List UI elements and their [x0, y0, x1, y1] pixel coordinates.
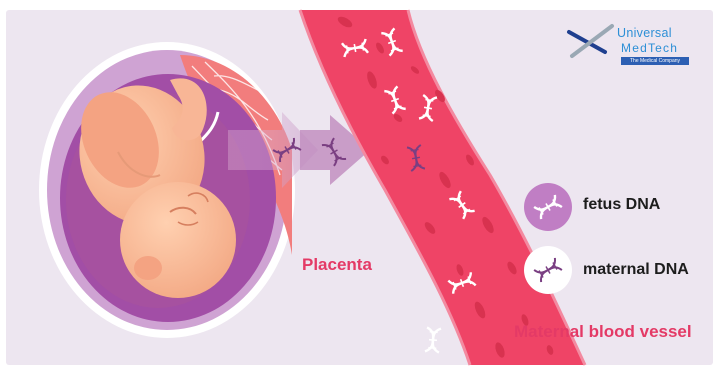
- logo-tagline: The Medical Company: [621, 57, 689, 65]
- fetus-head: [120, 182, 236, 298]
- company-logo: Universal MedTech The Medical Company: [563, 22, 695, 70]
- logo-line1: Universal: [617, 26, 672, 40]
- legend-maternal-label: maternal DNA: [583, 261, 689, 279]
- legend-fetus-label: fetus DNA: [583, 196, 660, 214]
- placenta-label: Placenta: [302, 255, 372, 275]
- vessel-label: Maternal blood vessel: [514, 322, 692, 342]
- logo-line2: MedTech: [621, 41, 678, 55]
